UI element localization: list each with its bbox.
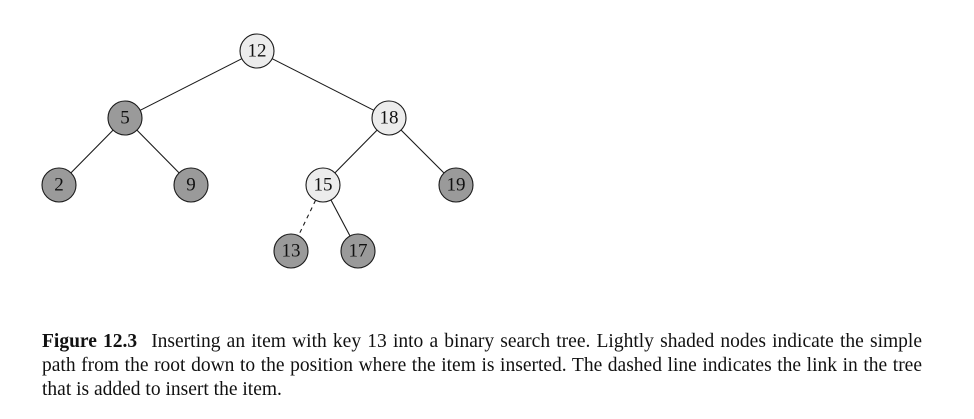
node-circle-9 <box>173 167 209 203</box>
node-circle-18 <box>371 100 407 136</box>
node-label-5: 5 <box>120 107 130 128</box>
node-circle-5 <box>107 100 143 136</box>
edge-n12-n18 <box>271 58 375 111</box>
node-circle-17 <box>340 233 376 269</box>
tree-node-17: 17 <box>340 233 376 269</box>
tree-node-2: 2 <box>41 167 77 203</box>
tree-nodes: 12 5 18 2 9 15 19 13 17 <box>41 33 474 269</box>
edge-n18-n19 <box>400 129 445 174</box>
caption-text: Inserting an item with key 13 into a bin… <box>42 331 922 400</box>
edge-n5-n2 <box>70 129 114 174</box>
figure-label: Figure 12.3 <box>42 331 138 352</box>
edge-n15-n17 <box>330 199 351 237</box>
edge-n15-n13-dashed <box>297 200 317 236</box>
node-label-12: 12 <box>248 40 267 61</box>
node-circle-13 <box>273 233 309 269</box>
edge-n18-n15 <box>334 129 378 174</box>
tree-node-9: 9 <box>173 167 209 203</box>
node-label-13: 13 <box>282 240 301 261</box>
edge-n5-n9 <box>136 129 180 174</box>
binary-search-tree-diagram: 12 5 18 2 9 15 19 13 17 <box>41 33 474 269</box>
node-circle-19 <box>438 167 474 203</box>
node-circle-15 <box>305 167 341 203</box>
tree-node-15: 15 <box>305 167 341 203</box>
node-circle-2 <box>41 167 77 203</box>
tree-node-18: 18 <box>371 100 407 136</box>
edge-n12-n5 <box>139 58 243 111</box>
node-label-9: 9 <box>186 174 196 195</box>
tree-edges <box>70 58 445 237</box>
node-label-17: 17 <box>349 240 368 261</box>
tree-node-19: 19 <box>438 167 474 203</box>
node-label-15: 15 <box>314 174 333 195</box>
node-circle-12 <box>239 33 275 69</box>
tree-node-12: 12 <box>239 33 275 69</box>
node-label-18: 18 <box>380 107 399 128</box>
tree-node-5: 5 <box>107 100 143 136</box>
node-label-2: 2 <box>54 174 64 195</box>
node-label-19: 19 <box>447 174 466 195</box>
tree-node-13: 13 <box>273 233 309 269</box>
